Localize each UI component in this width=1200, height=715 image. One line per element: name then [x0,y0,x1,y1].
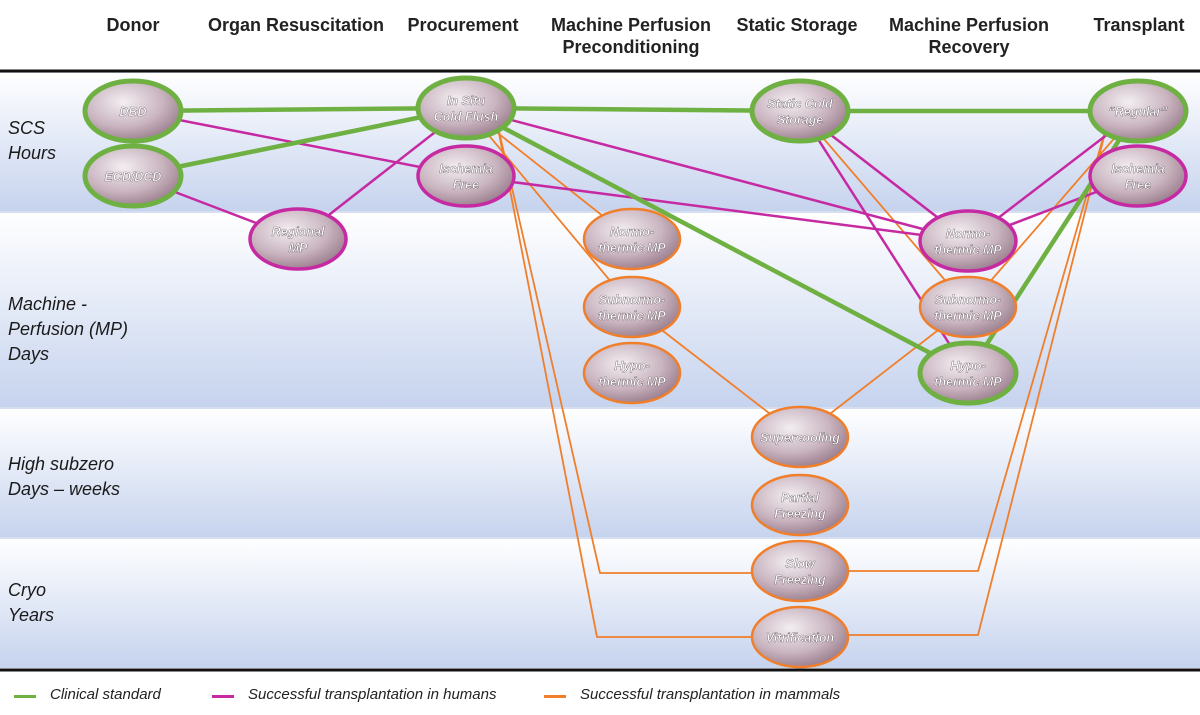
node-ring [582,207,682,271]
connection-mammal [465,107,633,308]
node-normo2: Normo-thermic MP [918,209,1018,273]
row-band [0,72,1200,212]
node-ring [1087,78,1189,144]
node-regular: “Regular” [1087,78,1189,144]
node-ring [750,605,850,669]
node-ring [415,75,517,141]
node-normo1: Normo-thermic MP [582,207,682,271]
row-band [0,538,1200,668]
connection-human [465,174,969,243]
node-hypo2: Hypo-thermic MP [917,340,1019,406]
node-ecd: ECD/DCD [82,143,184,209]
node-label: Hypo-thermic MP [598,359,666,389]
node-vitri: Vitrification [750,605,850,669]
node-label: Normo-thermic MP [598,225,666,255]
node-label: Subnormo-thermic MP [598,293,666,323]
node-subnormo2: Subnormo-thermic MP [918,275,1018,339]
node-label: Vitrification [766,631,835,645]
node-ring [582,275,682,339]
row-label: Machine - Perfusion (MP) Days [8,294,129,364]
connection-mammal [848,120,1109,572]
row-band [0,408,1200,538]
node-label: Supercooling [760,431,840,445]
node-dbd: DBD [82,78,184,144]
node-ring [750,405,850,469]
connection-clinical [132,105,467,114]
node-ring [750,539,850,603]
node-ring [82,143,184,209]
column-header: Machine Perfusion Recovery [888,15,1050,57]
column-header: Static Storage [736,15,858,35]
legend-swatch-mammal [544,695,566,698]
node-supercool: Supercooling [750,405,850,469]
column-header: Procurement [407,15,519,35]
column-header: Machine Perfusion Preconditioning [550,15,712,57]
node-ring [749,78,851,144]
node-ring [582,341,682,405]
connection-mammal [495,117,752,638]
legend-label: Successful transplantation in mammals [580,686,841,703]
row-label: High subzero Days – weeks [8,454,121,499]
legend-swatch-human [212,695,234,698]
connection-mammal [848,120,1109,636]
node-ring [917,340,1019,406]
connection-mammal [495,117,752,574]
row-label: Cryo Years [8,580,55,625]
node-label: Hypo-thermic MP [934,359,1002,389]
legend-label: Successful transplantation in humans [248,686,497,703]
connection-mammal [799,110,969,308]
legend: Clinical standard Successful transplantat… [0,674,1200,714]
node-ring [918,275,1018,339]
connection-clinical [464,106,970,375]
legend-label: Clinical standard [50,686,161,703]
node-ring [1088,144,1188,208]
node-label: ECD/DCD [105,170,162,184]
column-header: Transplant [1093,15,1185,35]
column-header: Donor [106,15,160,35]
connection-clinical [465,105,801,114]
node-ring [416,144,516,208]
connection-human [465,106,969,243]
node-ring [750,473,850,537]
connection-clinical [132,105,467,179]
node-ring [248,207,348,271]
node-ring [918,209,1018,273]
node-label: Normo-thermic MP [934,227,1002,257]
node-ring [82,78,184,144]
node-label: DBD [119,105,146,119]
node-subnormo1: Subnormo-thermic MP [582,275,682,339]
node-label: “Regular” [1108,105,1168,119]
legend-swatch-clinical [14,695,36,698]
row-label: SCS Hours [8,118,57,163]
node-hypo1: Hypo-thermic MP [582,341,682,405]
node-label: Subnormo-thermic MP [934,293,1002,323]
column-header: Organ Resuscitation [207,15,385,35]
